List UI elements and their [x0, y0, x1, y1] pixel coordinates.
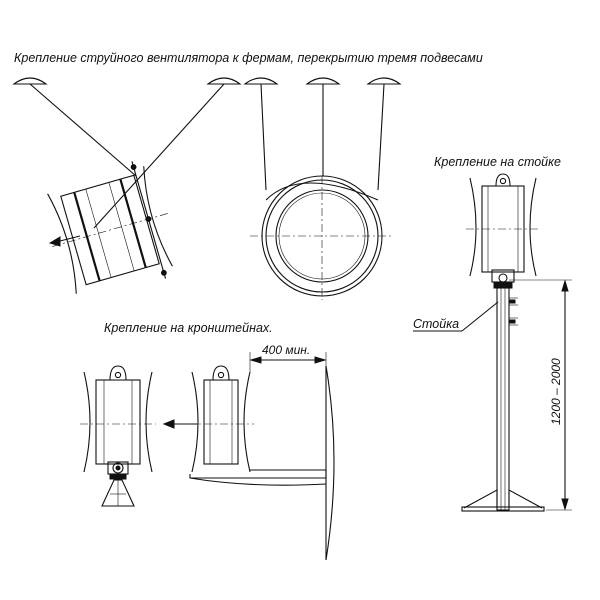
hanger-wire-1 — [260, 83, 267, 191]
stand-mounted-fan: 1200 – 2000 Стойка — [413, 173, 572, 512]
bracket-fan-left — [80, 365, 156, 507]
hanger-wire-3 — [377, 83, 385, 191]
stand-post — [496, 287, 510, 511]
suspended-fan-front-view — [243, 77, 402, 300]
ceiling-anchor-2 — [305, 77, 341, 85]
min-distance-label: 400 мин. — [262, 343, 310, 357]
stand-caption: Крепление на стойке — [434, 155, 561, 169]
tilted-fan-body — [47, 161, 173, 294]
hanger-wire-left — [29, 83, 137, 177]
top-caption: Крепление струйного вентилятора к фермам… — [14, 51, 483, 65]
bracket-fan-right: 400 мин. — [162, 343, 335, 561]
ceiling-anchor-3 — [366, 77, 402, 85]
suspended-fan-side-view — [12, 77, 242, 294]
ceiling-anchor-right — [206, 77, 242, 85]
wall-outline — [325, 365, 335, 561]
height-range-label: 1200 – 2000 — [549, 358, 563, 425]
stand-base — [461, 506, 545, 512]
ceiling-anchor-1 — [243, 77, 279, 85]
hanger-wire-right — [93, 83, 225, 229]
ceiling-anchor-left — [12, 77, 48, 85]
bracket-caption: Крепление на кронштейнах. — [104, 321, 273, 335]
post-label: Стойка — [413, 317, 459, 331]
